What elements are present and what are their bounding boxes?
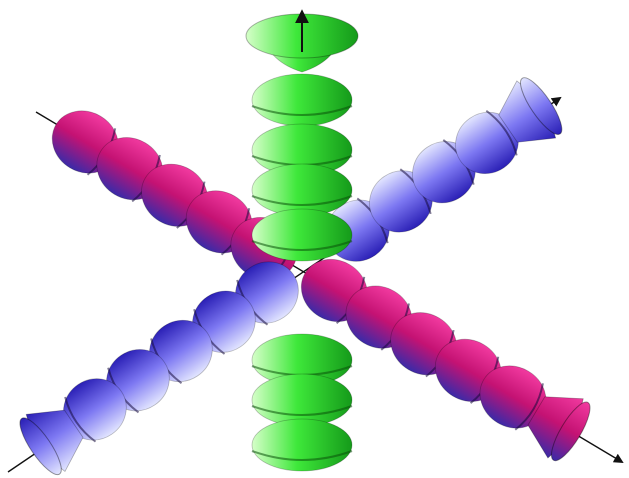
magenta-front-seam (514, 383, 544, 431)
blue-back-seam (485, 109, 518, 156)
green-lobe (251, 208, 353, 262)
green-lobe (251, 418, 353, 472)
green-lobe (251, 73, 353, 127)
green-seam (251, 450, 353, 461)
green-seam (251, 105, 353, 116)
blue-front-seam (64, 396, 97, 443)
green-seam (251, 240, 353, 251)
magenta-front-bell-rim (551, 401, 591, 462)
green-seam (251, 405, 353, 416)
green-lobe (251, 373, 353, 427)
green-vertical-lobes (245, 9, 359, 472)
blue-arm-front (19, 261, 299, 476)
green-lobe (251, 163, 353, 217)
blue-front-bell-rim (19, 417, 62, 476)
blue-back-bell-rim (520, 77, 563, 135)
magenta-arm-front (300, 258, 591, 462)
green-seam (251, 195, 353, 206)
